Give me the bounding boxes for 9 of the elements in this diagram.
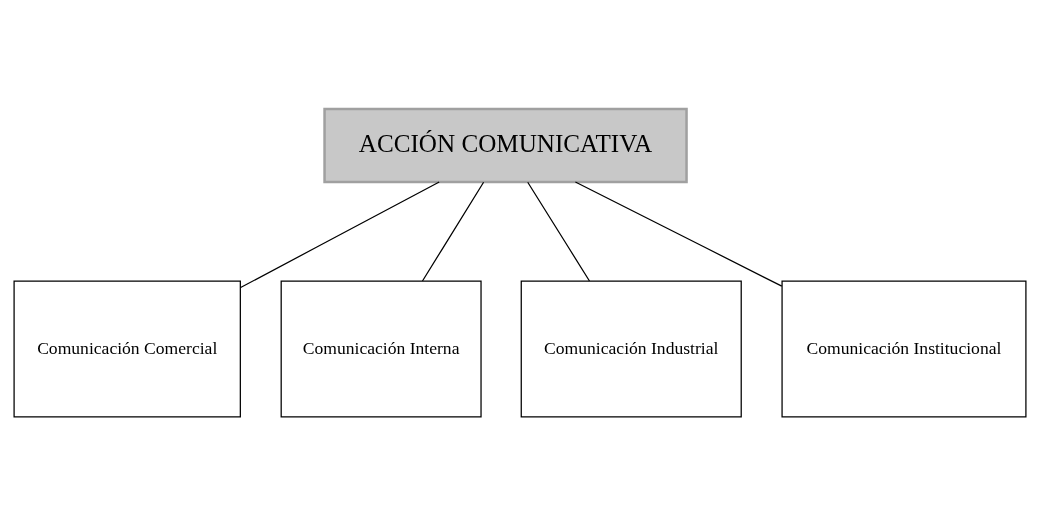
node-box: Comunicación Interna <box>280 280 482 418</box>
connector <box>240 181 440 289</box>
node-box: Comunicación Industrial <box>520 280 742 418</box>
connector <box>574 181 783 287</box>
connector <box>421 181 485 282</box>
node-box: Comunicación Comercial <box>13 280 241 418</box>
node-box: Comunicación Institucional <box>781 280 1027 418</box>
node-box: ACCIÓN COMUNICATIVA <box>323 107 688 184</box>
connector <box>527 181 591 282</box>
